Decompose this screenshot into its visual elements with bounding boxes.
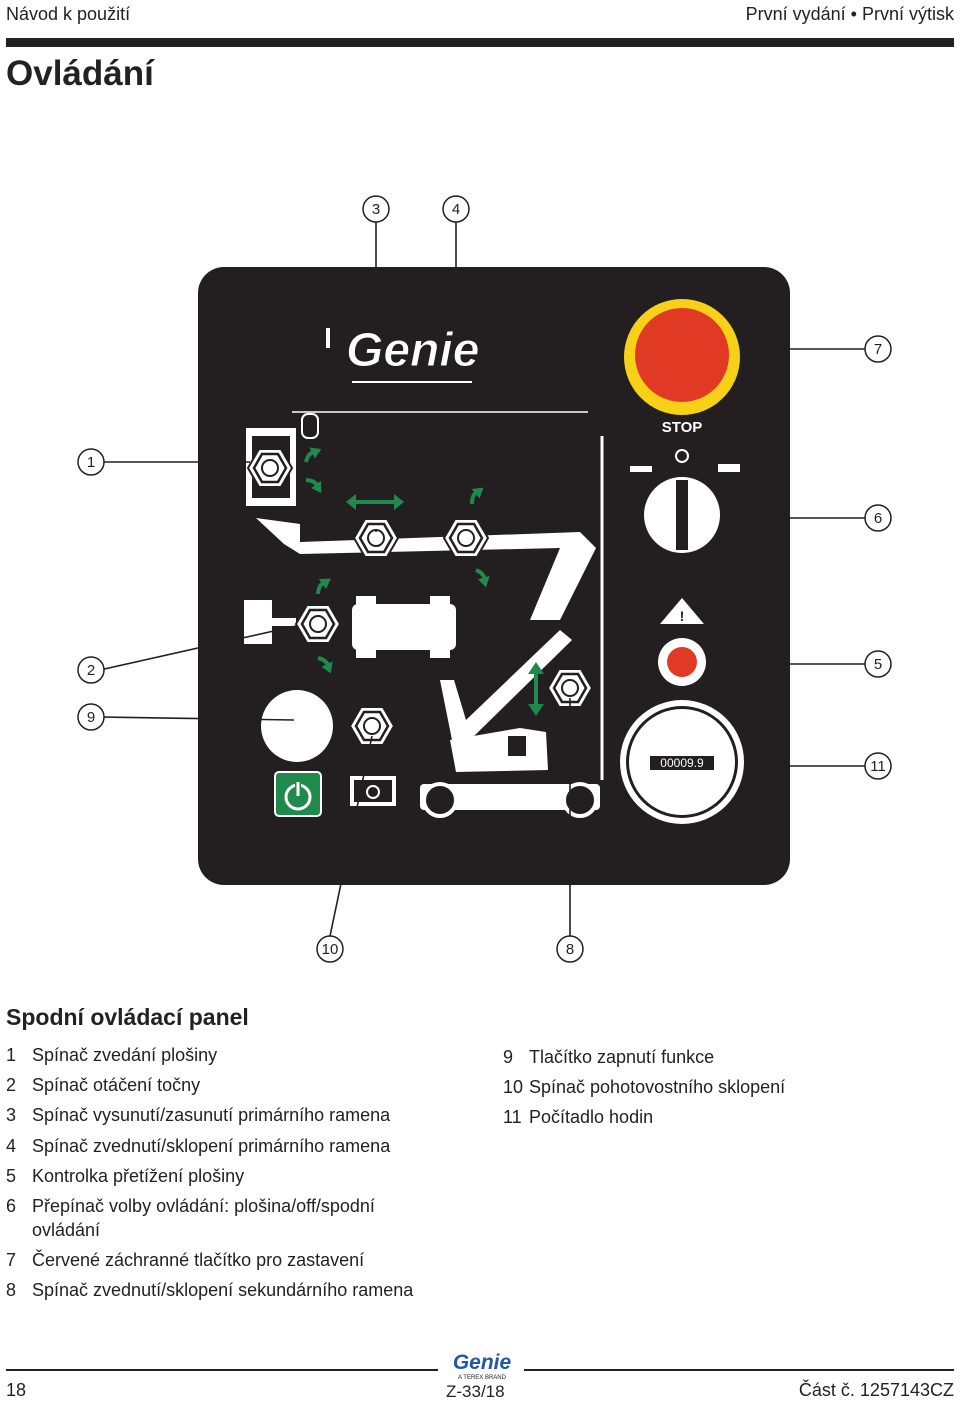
- footer-rule-left: [6, 1369, 438, 1371]
- svg-text:11: 11: [870, 758, 886, 775]
- callout-2: 2: [77, 656, 105, 684]
- auxiliary-lowering-switch[interactable]: [348, 705, 396, 806]
- power-icon: [274, 771, 322, 817]
- header-manual-title: Návod k použití: [6, 4, 131, 24]
- hour-meter-value: 00009.9: [660, 756, 704, 770]
- model-number: Z-33/18: [446, 1382, 505, 1401]
- callout-6: 6: [864, 504, 892, 532]
- svg-text:3: 3: [372, 201, 380, 218]
- page-number: 18: [6, 1380, 27, 1400]
- svg-text:5: 5: [874, 656, 882, 673]
- svg-text:1: 1: [87, 454, 95, 471]
- callout-5: 5: [864, 650, 892, 678]
- platform-level-switch[interactable]: [246, 413, 330, 506]
- callout-leaders-panel: [99, 348, 866, 937]
- control-panel-diagram: Genie STOP ! 00009.9: [77, 195, 892, 963]
- genie-logo: Genie: [346, 324, 479, 377]
- overload-warning-icon: !: [660, 598, 704, 624]
- svg-text:A TEREX BRAND: A TEREX BRAND: [458, 1375, 507, 1381]
- svg-text:2: 2: [87, 662, 95, 679]
- page-title: Ovládání: [6, 54, 154, 93]
- hour-meter: [620, 700, 744, 824]
- svg-text:Genie: Genie: [453, 1351, 512, 1374]
- svg-text:6: 6: [874, 510, 882, 527]
- callout-4: 4: [442, 195, 470, 223]
- svg-text:!: !: [680, 608, 685, 624]
- turntable-rotate-switch[interactable]: [244, 570, 456, 678]
- key-switch[interactable]: [630, 449, 740, 553]
- emergency-stop-button[interactable]: [624, 299, 740, 415]
- svg-text:4: 4: [452, 201, 460, 218]
- callout-3: 3: [362, 195, 390, 223]
- overload-indicator-light: [658, 638, 706, 686]
- footer-rule-right: [524, 1369, 954, 1371]
- callout-9: 9: [77, 703, 105, 731]
- callout-10: 10: [316, 935, 344, 963]
- callout-7: 7: [864, 335, 892, 363]
- primary-boom-extend-retract-switch[interactable]: [346, 494, 404, 559]
- header-edition: První vydání • První výtisk: [745, 4, 954, 24]
- header-rule: [6, 38, 954, 47]
- svg-text:8: 8: [566, 941, 574, 958]
- secondary-boom-switch[interactable]: [440, 630, 594, 740]
- stop-label: STOP: [662, 419, 703, 436]
- svg-text:7: 7: [874, 341, 882, 358]
- callout-11: 11: [864, 752, 892, 780]
- function-enable-button[interactable]: [261, 690, 333, 762]
- svg-text:10: 10: [322, 941, 339, 958]
- footer-genie-logo: Genie A TEREX BRAND: [453, 1351, 512, 1381]
- svg-text:9: 9: [87, 709, 95, 726]
- callout-8: 8: [556, 935, 584, 963]
- section-title: Spodní ovládací panel: [6, 1004, 249, 1030]
- part-number: Část č. 1257143CZ: [798, 1380, 954, 1400]
- callout-1: 1: [77, 448, 105, 476]
